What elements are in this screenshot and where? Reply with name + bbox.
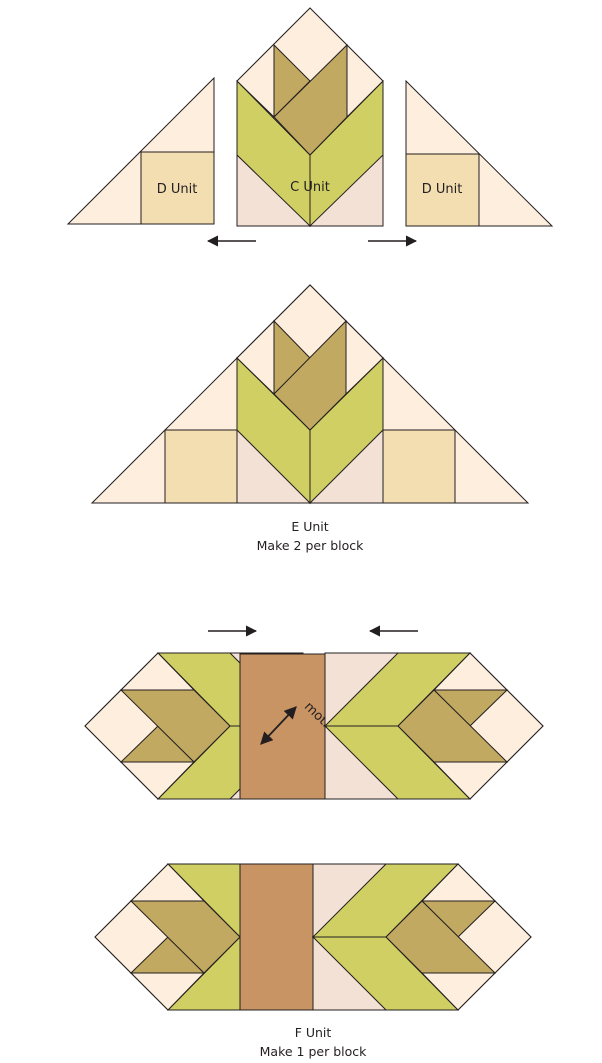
f-unit [94,863,532,1011]
e-unit-right-rotated [323,652,544,800]
c-unit: C Unit [236,7,384,228]
f-unit-name: F Unit [295,1025,332,1040]
e-unit [90,284,530,505]
d-unit-left: D Unit [66,76,215,225]
f-unit-instruction: Make 1 per block [260,1044,367,1059]
e-unit-instruction: Make 2 per block [257,538,364,553]
d-unit-right-label: D Unit [422,182,463,197]
c-unit-label: C Unit [290,180,330,195]
double-headed-arrow-icon [260,706,297,745]
d-unit-left-label: D Unit [157,182,198,197]
d-unit-right: D Unit [405,79,554,227]
e-unit-name: E Unit [291,519,328,534]
top-exploded-row: D Unit C Unit D Unit [66,7,554,247]
